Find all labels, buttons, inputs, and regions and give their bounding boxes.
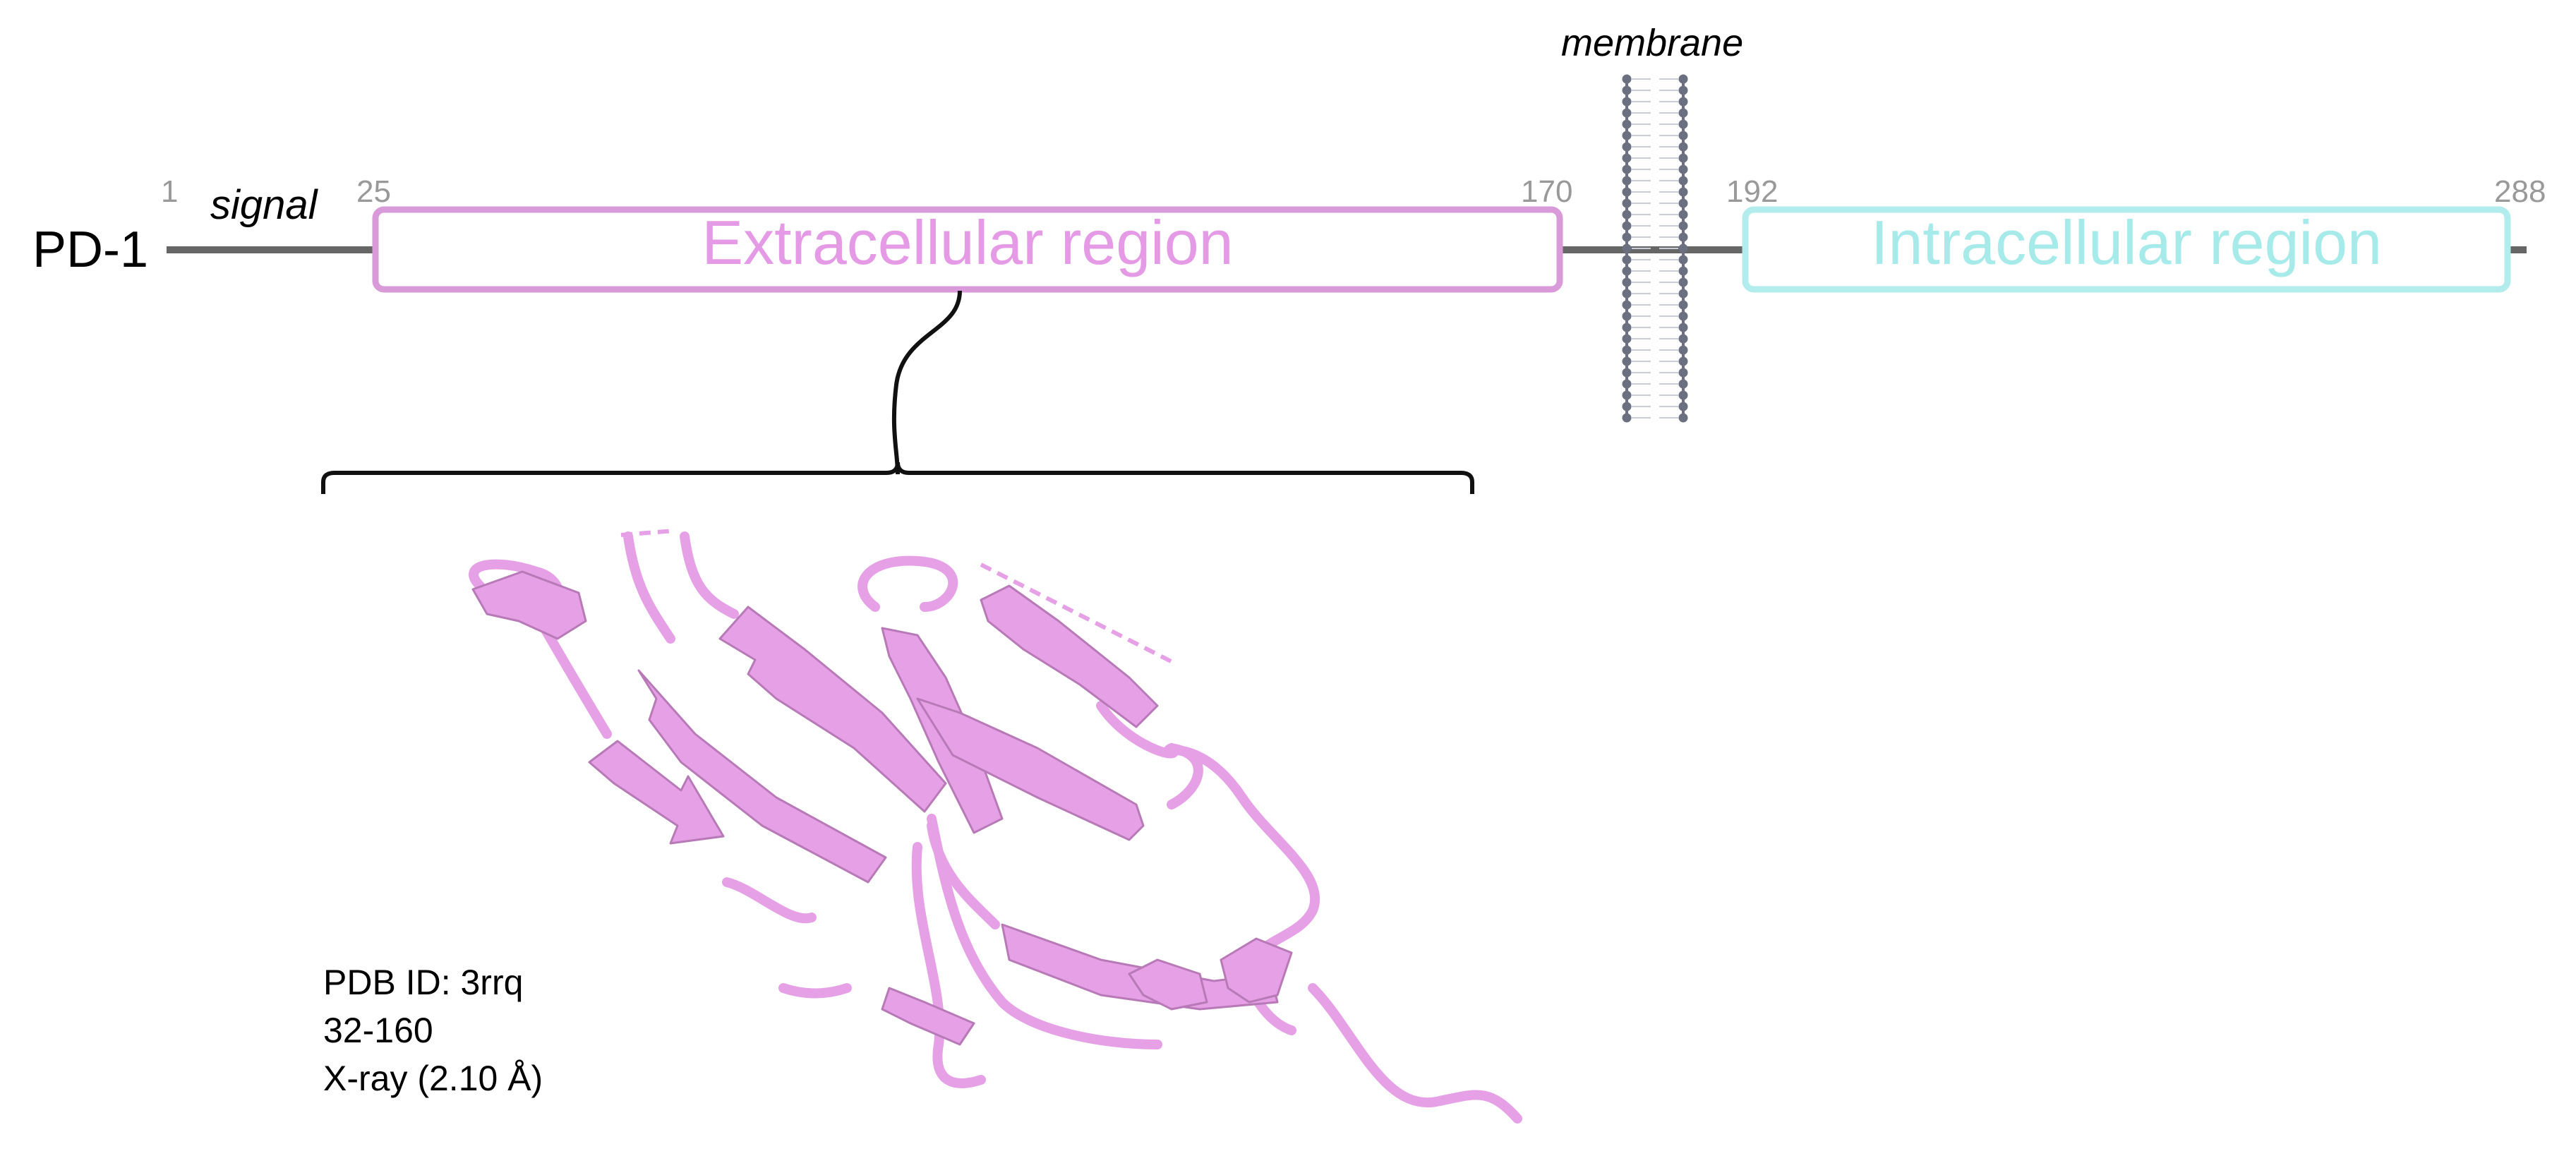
position-start-label: 1 — [161, 174, 179, 209]
protein-name: PD-1 — [32, 222, 149, 278]
extracellular-start-label: 25 — [356, 174, 391, 209]
pdb-id-text: PDB ID: 3rrq — [323, 963, 524, 1002]
intracellular-start-label: 192 — [1726, 174, 1778, 209]
membrane-label: membrane — [1561, 22, 1744, 64]
structure-bracket — [321, 462, 1474, 494]
extracellular-region-label: Extracellular region — [702, 207, 1234, 277]
protein-structure-ribbon — [469, 529, 1522, 1124]
membrane-bilayer — [1622, 74, 1688, 423]
extracellular-end-label: 170 — [1521, 174, 1573, 209]
structure-info: PDB ID: 3rrq 32-160 X-ray (2.10 Å) — [323, 958, 543, 1102]
residue-range-text: 32-160 — [323, 1011, 433, 1050]
intracellular-region-box[interactable] — [1742, 206, 2511, 293]
extracellular-region-box[interactable] — [372, 206, 1563, 293]
intracellular-region-label: Intracellular region — [1871, 207, 2382, 277]
structure-connector — [891, 290, 962, 475]
method-text: X-ray (2.10 Å) — [323, 1059, 543, 1098]
signal-peptide-label: signal — [210, 182, 318, 228]
intracellular-end-label: 288 — [2494, 174, 2546, 209]
